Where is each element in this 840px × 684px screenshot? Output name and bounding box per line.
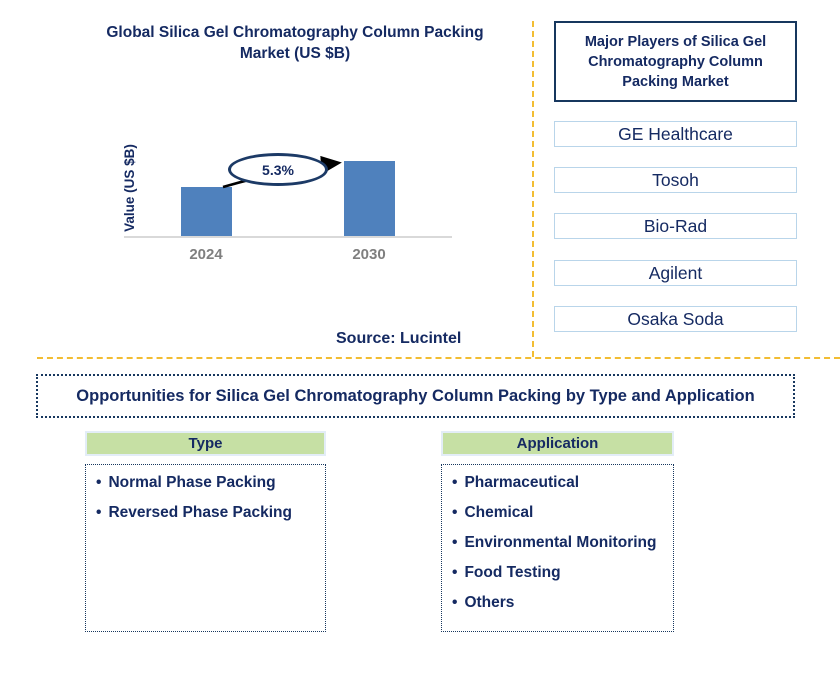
- bullet-icon: •: [96, 474, 102, 491]
- player-item-bio-rad: Bio-Rad: [554, 213, 797, 239]
- application-item-label: Food Testing: [464, 564, 561, 581]
- type-item-label: Normal Phase Packing: [108, 474, 276, 491]
- application-column-header: Application: [441, 431, 674, 456]
- players-panel-title: Major Players of Silica Gel Chromatograp…: [584, 33, 767, 90]
- vertical-dashed-separator: [532, 21, 534, 357]
- bar-2024: [181, 187, 232, 237]
- list-item: • Pharmaceutical: [452, 468, 673, 498]
- player-item-tosoh: Tosoh: [554, 167, 797, 193]
- players-panel-title-box: Major Players of Silica Gel Chromatograp…: [554, 21, 797, 102]
- list-item: • Food Testing: [452, 558, 673, 588]
- bullet-icon: •: [96, 504, 102, 521]
- player-item-agilent: Agilent: [554, 260, 797, 286]
- y-axis-label: Value (US $B): [122, 144, 137, 232]
- growth-rate-ellipse: 5.3%: [228, 153, 328, 186]
- player-item-osaka-soda: Osaka Soda: [554, 306, 797, 332]
- bullet-icon: •: [452, 564, 458, 581]
- x-tick-2024: 2024: [189, 246, 223, 263]
- bullet-icon: •: [452, 534, 458, 551]
- type-column-header: Type: [85, 431, 326, 456]
- application-item-label: Others: [464, 594, 515, 611]
- chart-title-line2: Market (US $B): [239, 45, 351, 62]
- bullet-icon: •: [452, 594, 458, 611]
- list-item: • Environmental Monitoring: [452, 528, 673, 558]
- application-column-list: • Pharmaceutical • Chemical • Environmen…: [441, 464, 674, 632]
- application-item-label: Environmental Monitoring: [464, 534, 657, 551]
- bar-2030: [344, 161, 395, 237]
- bullet-icon: •: [452, 504, 458, 521]
- bullet-icon: •: [452, 474, 458, 491]
- type-item-label: Reversed Phase Packing: [108, 504, 292, 521]
- list-item: • Normal Phase Packing: [96, 468, 325, 498]
- player-item-ge-healthcare: GE Healthcare: [554, 121, 797, 147]
- chart-title-line1: Global Silica Gel Chromatography Column …: [106, 24, 484, 41]
- list-item: • Chemical: [452, 498, 673, 528]
- opportunities-title: Opportunities for Silica Gel Chromatogra…: [76, 386, 755, 405]
- x-tick-2030: 2030: [352, 246, 386, 263]
- opportunities-title-box: Opportunities for Silica Gel Chromatogra…: [36, 374, 795, 418]
- type-column-list: • Normal Phase Packing • Reversed Phase …: [85, 464, 326, 632]
- list-item: • Reversed Phase Packing: [96, 498, 325, 528]
- chart-title: Global Silica Gel Chromatography Column …: [60, 22, 530, 64]
- application-item-label: Chemical: [464, 504, 534, 521]
- source-label: Source: Lucintel: [336, 330, 462, 347]
- application-item-label: Pharmaceutical: [464, 474, 580, 491]
- growth-rate-value: 5.3%: [262, 161, 294, 178]
- list-item: • Others: [452, 588, 673, 618]
- x-axis-line: [124, 236, 452, 238]
- horizontal-dashed-separator: [37, 357, 840, 359]
